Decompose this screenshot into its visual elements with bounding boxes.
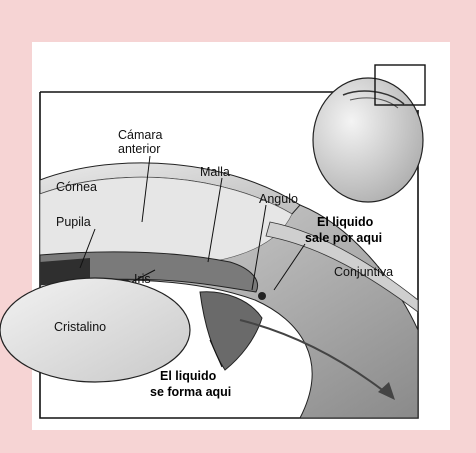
label-cornea: Córnea <box>56 180 97 194</box>
ciliary-body <box>200 292 262 370</box>
label-conjuntiva: Conjuntiva <box>334 265 393 279</box>
label-fluid-forms-line1: El liquido <box>160 369 217 383</box>
label-cristalino: Cristalino <box>54 320 106 334</box>
label-angulo: Angulo <box>259 192 298 206</box>
label-pupila: Pupila <box>56 215 91 229</box>
label-fluid-exits-line1: El liquido <box>317 215 374 229</box>
eye-globe-inset <box>313 78 423 202</box>
label-fluid-forms-line2: se forma aqui <box>150 385 231 399</box>
drainage-angle <box>258 292 266 300</box>
label-malla: Malla <box>200 165 230 179</box>
label-camara-line1: Cámara <box>118 128 163 142</box>
label-camara-line2: anterior <box>118 142 160 156</box>
label-iris: Iris <box>134 272 151 286</box>
label-fluid-exits-line2: sale por aqui <box>305 231 382 245</box>
